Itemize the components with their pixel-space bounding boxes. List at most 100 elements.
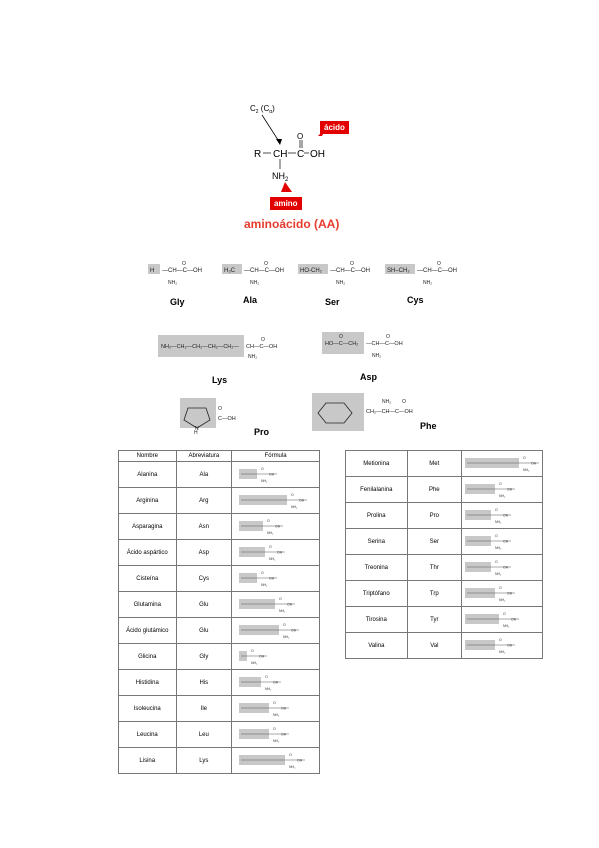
svg-text:NH₂: NH₂: [382, 399, 391, 405]
svg-text:NH₂—CH₂—CH₂—CH₂—CH₂—: NH₂—CH₂—CH₂—CH₂—CH₂—: [161, 344, 239, 350]
svg-text:CH₂—CH—C—OH: CH₂—CH—C—OH: [366, 409, 413, 415]
svg-text:NH₂: NH₂: [248, 354, 257, 360]
amino-acid-name: Leucina: [118, 721, 177, 748]
structure-asp: HO—C—CH₂ O —CH—C—OH O NH₂: [322, 330, 412, 362]
svg-text:O: O: [495, 508, 498, 512]
svg-text:OH: OH: [277, 550, 283, 554]
svg-text:O: O: [265, 675, 268, 679]
svg-text:CH—C—OH: CH—C—OH: [246, 344, 277, 350]
amino-acid-abbreviation: Glu: [175, 591, 233, 618]
svg-text:O: O: [261, 467, 264, 471]
svg-text:NH₂: NH₂: [523, 468, 530, 472]
svg-text:OH: OH: [269, 472, 275, 476]
amino-acid-name: Ácido aspártico: [118, 539, 177, 566]
svg-text:OH: OH: [297, 758, 303, 762]
svg-text:HO-CH₂: HO-CH₂: [300, 268, 323, 274]
svg-text:OH: OH: [310, 149, 325, 160]
svg-text:NH₂: NH₂: [261, 479, 268, 483]
svg-text:O: O: [499, 586, 502, 590]
amino-acid-name: Treonina: [345, 554, 408, 581]
svg-text:OH: OH: [281, 732, 287, 736]
amino-acid-abbreviation: Asn: [175, 513, 233, 540]
svg-text:O: O: [251, 649, 254, 653]
svg-text:NH₂: NH₂: [291, 505, 298, 509]
svg-text:OH: OH: [273, 680, 279, 684]
svg-text:O: O: [499, 482, 502, 486]
abbr-gly: Gly: [170, 297, 185, 307]
svg-text:NH₂: NH₂: [279, 609, 286, 613]
amino-acid-abbreviation: His: [175, 669, 233, 696]
svg-text:OH: OH: [269, 576, 275, 580]
svg-text:OH: OH: [531, 461, 537, 465]
amino-acid-abbreviation: Asp: [175, 539, 233, 566]
svg-text:O: O: [402, 399, 406, 405]
amino-acid-abbreviation: Trp: [406, 580, 463, 607]
svg-text:O: O: [261, 337, 265, 343]
svg-text:NH₂: NH₂: [265, 687, 272, 691]
amino-acid-abbreviation: Arg: [175, 487, 233, 514]
svg-text:—CH—C—OH: —CH—C—OH: [417, 268, 457, 274]
svg-text:O: O: [273, 701, 276, 705]
amino-acid-abbreviation: Val: [406, 632, 463, 659]
svg-text:O: O: [437, 261, 441, 267]
amino-acid-name: Valina: [345, 632, 408, 659]
amino-acid-name: Prolina: [345, 502, 408, 529]
amino-acid-name: Cisteína: [118, 565, 177, 592]
svg-text:O: O: [386, 334, 390, 340]
amino-acid-abbreviation: Glu: [175, 617, 233, 644]
svg-text:NH₂: NH₂: [273, 713, 280, 717]
amino-acid-name: Lisina: [118, 747, 177, 774]
svg-text:O: O: [279, 597, 282, 601]
amino-acid-abbreviation: Leu: [175, 721, 233, 748]
svg-text:N: N: [195, 426, 199, 432]
acid-tag: ácido: [320, 121, 349, 134]
svg-text:NH₂: NH₂: [495, 520, 502, 524]
structure-gly: H —CH—C—OH O NH₂: [148, 260, 218, 290]
amino-acid-name: Metionina: [345, 450, 408, 477]
svg-text:OH: OH: [511, 617, 517, 621]
svg-text:NH₂: NH₂: [267, 531, 274, 535]
svg-text:H: H: [194, 430, 198, 436]
svg-text:NH₂: NH₂: [423, 280, 432, 286]
svg-text:OH: OH: [259, 654, 265, 658]
svg-text:H: H: [150, 268, 154, 274]
structure-ser: HO-CH₂ —CH—C—OH O NH₂: [298, 260, 383, 290]
svg-text:OH: OH: [507, 591, 513, 595]
amino-acid-name: Isoleucina: [118, 695, 177, 722]
abbr-pro: Pro: [254, 427, 270, 437]
svg-text:O: O: [182, 261, 186, 267]
structure-phe: CH₂—CH—C—OH NH₂ O: [312, 393, 422, 433]
svg-text:NH₂: NH₂: [261, 583, 268, 587]
abbr-cys: Cys: [407, 295, 424, 305]
svg-text:OH: OH: [287, 602, 293, 606]
amino-acid-name: Arginina: [118, 487, 177, 514]
abbr-ser: Ser: [325, 297, 340, 307]
svg-text:O: O: [350, 261, 354, 267]
header-abbreviation: Abreviatura: [175, 450, 233, 462]
svg-text:OH: OH: [507, 487, 513, 491]
svg-text:NH₂: NH₂: [372, 353, 381, 359]
